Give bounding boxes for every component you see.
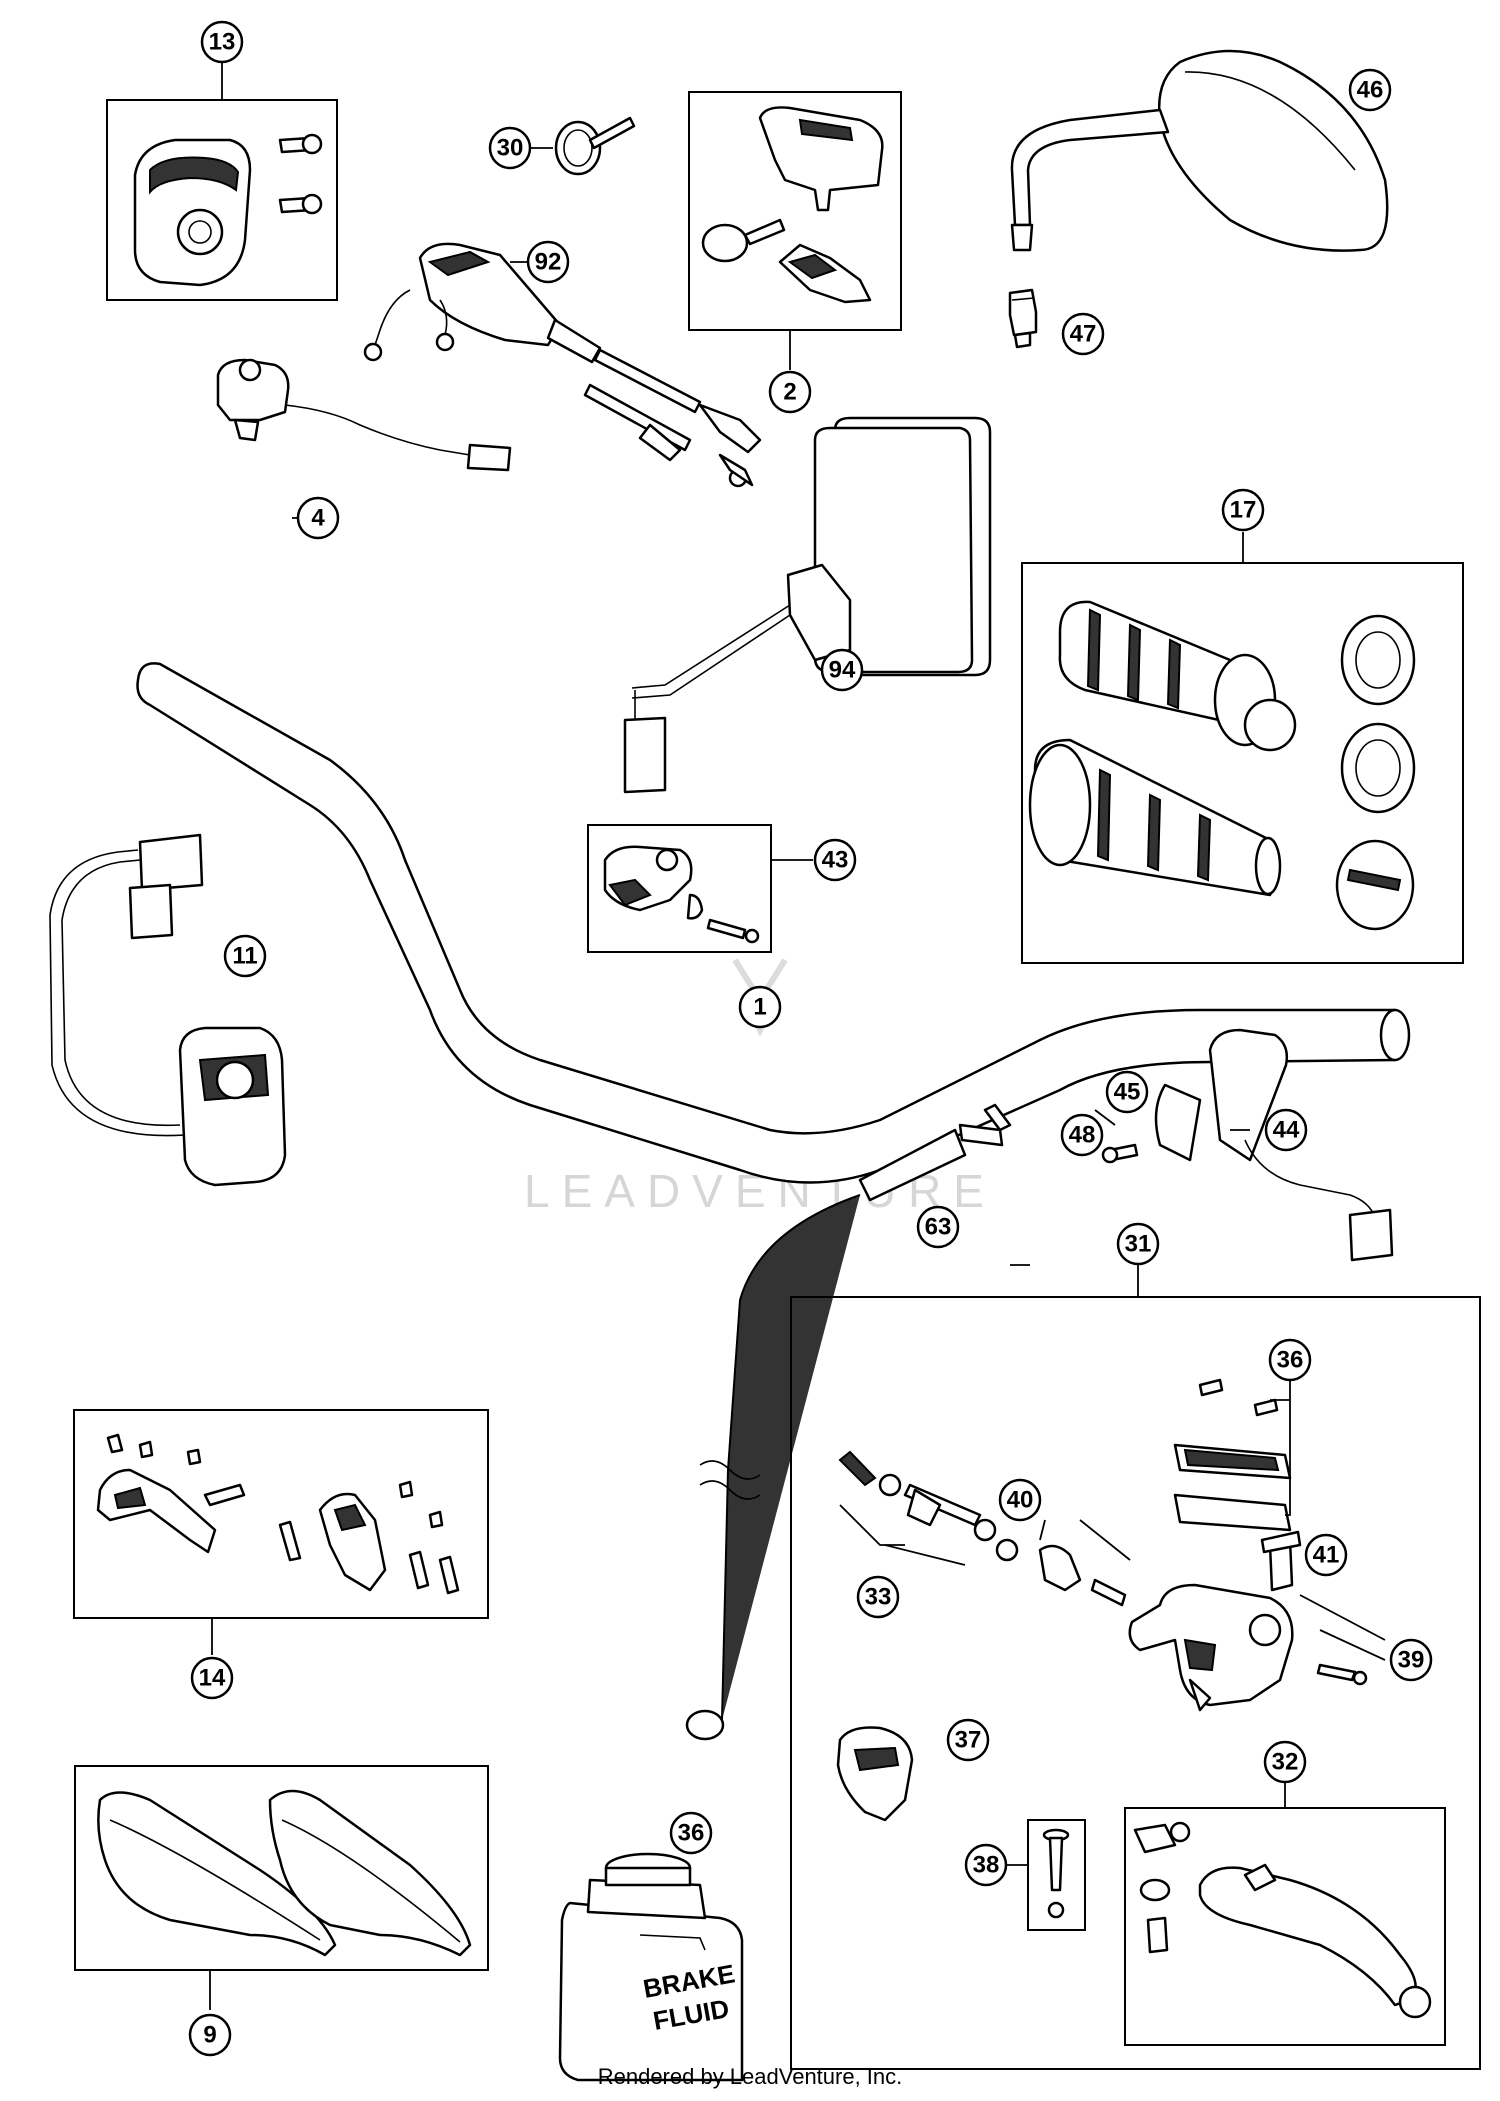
callout-36[interactable]: 36 [669, 1811, 713, 1855]
svg-text:4: 4 [311, 505, 325, 532]
callout-9[interactable]: 9 [188, 2013, 232, 2057]
callout-30[interactable]: 31 [1116, 1222, 1160, 1266]
svg-text:46: 46 [1357, 77, 1384, 104]
kill-switch-4 [216, 358, 512, 472]
box-14 [73, 1409, 489, 1619]
brake-light-switch-44 [1101, 1028, 1394, 1262]
box-43 [587, 824, 772, 953]
cap-37 [836, 1726, 914, 1822]
callout-14[interactable]: 14 [190, 1656, 234, 1700]
callout-1[interactable]: 1 [738, 985, 782, 1029]
callout-39[interactable]: 39 [1389, 1638, 1433, 1682]
piston-kit-32 [838, 1450, 1019, 1566]
switch-11 [49, 833, 287, 1187]
svg-text:45: 45 [1114, 1079, 1141, 1106]
callout-63[interactable]: 63 [916, 1205, 960, 1249]
reservoir-cover-33 [1173, 1378, 1292, 1532]
svg-text:47: 47 [1070, 321, 1097, 348]
box-9 [74, 1765, 489, 1971]
svg-text:38: 38 [973, 1852, 1000, 1879]
callout-33[interactable]: 36 [1268, 1338, 1312, 1382]
nut-48 [1008, 288, 1038, 349]
svg-text:94: 94 [829, 657, 856, 684]
svg-text:39: 39 [1398, 1647, 1425, 1674]
svg-text:40: 40 [1007, 1487, 1034, 1514]
callout-41[interactable]: 41 [1304, 1533, 1348, 1577]
svg-text:11: 11 [232, 943, 257, 970]
screw-38 [1042, 1828, 1070, 1919]
svg-text:36: 36 [1277, 1347, 1304, 1374]
callout-92[interactable]: 92 [526, 240, 570, 284]
svg-text:63: 63 [925, 1214, 952, 1241]
dust-boot-40 [1038, 1519, 1131, 1607]
svg-text:14: 14 [199, 1665, 226, 1692]
callout-2[interactable]: 2 [768, 370, 812, 414]
box-30 [790, 1296, 1481, 2070]
footer-credit: Rendered by LeadVenture, Inc. [597, 2064, 903, 2089]
callout-13[interactable]: 13 [200, 20, 244, 64]
handlebar [136, 662, 1411, 1184]
grips-17 [1028, 600, 1416, 931]
callout-46[interactable]: 48 [1060, 1113, 1104, 1157]
callout-18[interactable]: 30 [488, 126, 532, 170]
brake-lever-31 [1133, 1821, 1432, 2019]
callout-4[interactable]: 4 [296, 496, 340, 540]
svg-text:44: 44 [1273, 1117, 1300, 1144]
svg-text:13: 13 [209, 29, 236, 56]
callout-38[interactable]: 38 [964, 1843, 1008, 1887]
callout-45[interactable]: 45 [1105, 1070, 1149, 1114]
svg-text:36: 36 [678, 1820, 705, 1847]
svg-text:92: 92 [535, 249, 562, 276]
callout-48[interactable]: 47 [1061, 312, 1105, 356]
svg-text:33: 33 [865, 1584, 892, 1611]
svg-text:43: 43 [822, 847, 849, 874]
callout-44[interactable]: 44 [1264, 1108, 1308, 1152]
callout-47[interactable]: 46 [1348, 68, 1392, 112]
throttle-assembly-92 [363, 242, 762, 488]
svg-text:30: 30 [497, 135, 524, 162]
switch-housing-13 [133, 133, 323, 287]
handguard-mounts-14 [96, 1433, 460, 1595]
svg-text:9: 9 [203, 2022, 216, 2049]
callout-32[interactable]: 33 [856, 1575, 900, 1619]
master-cylinder-body [1128, 1583, 1386, 1712]
mirror-47 [1010, 49, 1389, 252]
callout-17[interactable]: 17 [1221, 488, 1265, 532]
svg-text:32: 32 [1272, 1749, 1299, 1776]
box-2 [688, 91, 902, 331]
box-38 [1027, 1819, 1086, 1931]
switch-2 [701, 106, 884, 304]
svg-text:31: 31 [1125, 1231, 1152, 1258]
callout-37[interactable]: 37 [946, 1718, 990, 1762]
callout-11[interactable]: 11 [223, 934, 267, 978]
svg-text:41: 41 [1313, 1542, 1340, 1569]
handguards-9 [97, 1789, 472, 1957]
callout-31[interactable]: 32 [1263, 1740, 1307, 1784]
clamp-43 [603, 845, 760, 944]
cable-tie-18 [554, 116, 636, 176]
callout-43[interactable]: 43 [813, 838, 857, 882]
callout-40[interactable]: 40 [998, 1478, 1042, 1522]
brake-fluid-can-36: BRAKE FLUID [558, 1852, 744, 2082]
svg-text:37: 37 [955, 1727, 982, 1754]
bolt-41 [1260, 1530, 1302, 1592]
svg-text:2: 2 [783, 379, 796, 406]
svg-text:1: 1 [753, 994, 766, 1021]
callout-94[interactable]: 94 [820, 648, 864, 692]
svg-text:48: 48 [1069, 1122, 1096, 1149]
svg-text:17: 17 [1230, 497, 1257, 524]
mirror-94 [623, 416, 992, 794]
